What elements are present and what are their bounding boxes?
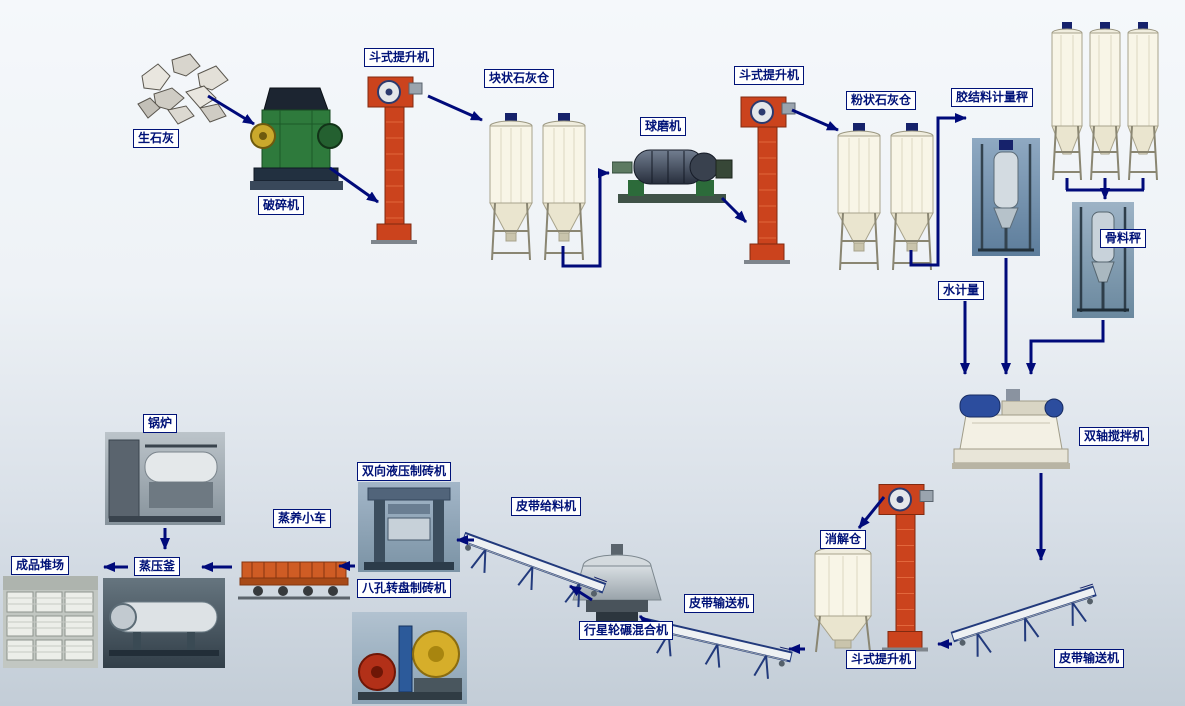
- label-belt-feeder: 皮带给料机: [511, 497, 582, 516]
- lump-lime-silo-image: [485, 112, 590, 264]
- product-yard-image: [3, 576, 98, 668]
- quicklime-rocks-image: [130, 50, 235, 128]
- label-aggregate-scale: 骨料秤: [1100, 229, 1147, 248]
- label-belt-conveyor-mid: 皮带输送机: [684, 594, 755, 613]
- label-quicklime: 生石灰: [133, 129, 180, 148]
- hydraulic-brick-machine-image: [358, 482, 460, 572]
- jaw-crusher-image: [250, 86, 345, 196]
- label-powder-lime-silo: 粉状石灰仓: [846, 91, 917, 110]
- double-shaft-mixer-image: [950, 383, 1072, 471]
- label-double-shaft-mixer: 双轴搅拌机: [1079, 427, 1150, 446]
- ball-mill-image: [612, 138, 734, 210]
- bucket-elevator-2-image: [735, 92, 797, 264]
- aggregate-scale-image: [1072, 202, 1134, 318]
- autoclave-image: [103, 578, 225, 668]
- label-autoclave: 蒸压釜: [134, 557, 181, 576]
- label-planetary-mixer: 行星轮碾混合机: [579, 621, 674, 640]
- label-lump-lime-silo: 块状石灰仓: [484, 69, 555, 88]
- label-product-yard: 成品堆场: [11, 556, 70, 575]
- aggregate-silos-image: [1048, 20, 1163, 188]
- label-bucket-elevator-2: 斗式提升机: [734, 66, 805, 85]
- label-binder-metering-scale: 胶结料计量秤: [951, 88, 1034, 107]
- label-bucket-elevator-1: 斗式提升机: [364, 48, 435, 67]
- label-ball-mill: 球磨机: [640, 117, 687, 136]
- steam-cart-image: [238, 548, 350, 602]
- boiler-image: [105, 432, 225, 525]
- digestion-silo-image: [808, 542, 878, 654]
- binder-metering-scale-image: [972, 138, 1040, 256]
- label-crusher: 破碎机: [258, 196, 305, 215]
- powder-lime-silo-image: [833, 122, 938, 274]
- label-steam-cart: 蒸养小车: [273, 509, 332, 528]
- label-boiler: 锅炉: [143, 414, 178, 433]
- label-water-metering: 水计量: [938, 281, 985, 300]
- bucket-elevator-3-image: [868, 478, 940, 653]
- belt-feeder-image: [453, 522, 612, 617]
- label-bucket-elevator-3: 斗式提升机: [846, 650, 917, 669]
- label-digestion-silo: 消解仓: [820, 530, 867, 549]
- label-hydraulic-brick-machine: 双向液压制砖机: [357, 462, 452, 481]
- rotary-brick-machine-image: [352, 612, 467, 704]
- label-rotary-brick-machine: 八孔转盘制砖机: [357, 579, 452, 598]
- belt-conveyor-mid-image: [638, 606, 800, 686]
- bucket-elevator-1-image: [362, 72, 424, 244]
- label-belt-conveyor-right: 皮带输送机: [1054, 649, 1125, 668]
